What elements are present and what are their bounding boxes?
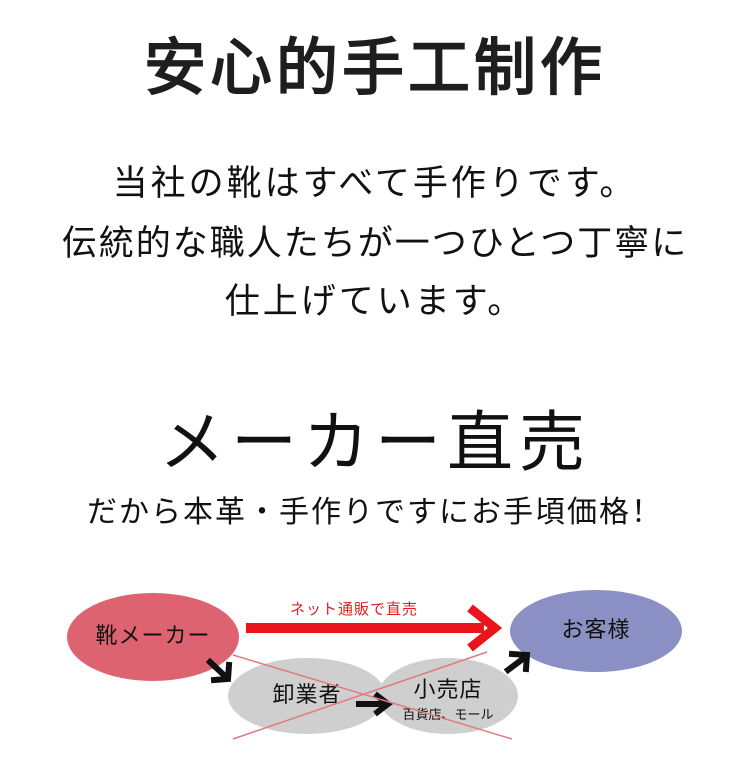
node-wholesaler-label: 卸業者 [272, 683, 342, 708]
section-tagline: だから本革・手作りですにお手頃価格！ [87, 495, 663, 530]
page-title: 安心的手工制作 [143, 31, 606, 104]
node-retailer-label: 小売店 [413, 678, 483, 703]
node-wholesaler: 卸業者 [228, 658, 386, 734]
intro-line-2: 伝統的な職人たちが一つひとつ丁寧に [61, 224, 689, 264]
direct-route-label: ネット通販で直売 [290, 600, 419, 618]
node-customer-label: お客様 [561, 618, 631, 643]
section-subtitle: メーカー直売 [159, 404, 591, 481]
node-shoe-maker-label: 靴メーカー [95, 624, 211, 649]
intro-line-1: 当社の靴はすべて手作りです。 [112, 164, 638, 204]
arrow-retailer-to-customer-icon [503, 650, 531, 675]
node-retailer-sublabel: 百貨店、モール [402, 708, 494, 723]
node-customer: お客様 [510, 590, 682, 672]
node-retailer: 小売店 百貨店、モール [378, 658, 518, 734]
intro-line-3: 仕上げています。 [224, 282, 526, 322]
node-shoe-maker: 靴メーカー [67, 593, 239, 681]
